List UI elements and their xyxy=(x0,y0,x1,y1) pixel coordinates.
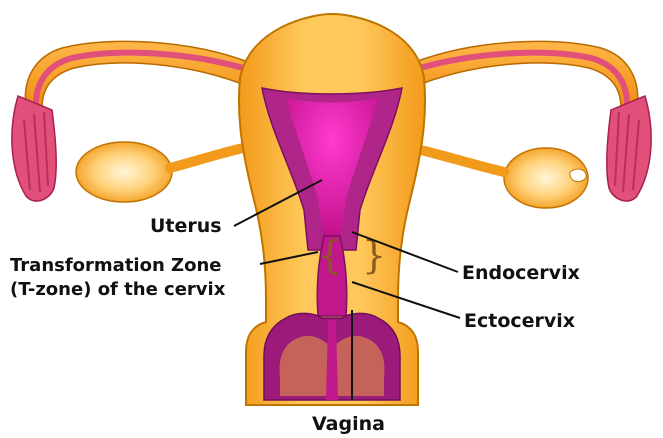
right-fimbriae xyxy=(607,96,651,201)
right-fallopian-tube xyxy=(411,41,638,108)
left-fallopian-tube xyxy=(25,41,252,108)
transformation-zone-label-line1: Transformation Zone xyxy=(10,255,222,276)
endocervix-label: Endocervix xyxy=(462,262,580,284)
ectocervix-label: Ectocervix xyxy=(464,310,575,332)
transformation-zone-label-line2: (T-zone) of the cervix xyxy=(10,279,226,300)
vaginal-center-channel xyxy=(326,320,338,400)
tzone-left-bracket: { xyxy=(318,233,342,277)
vagina-label: Vagina xyxy=(312,413,385,435)
left-fimbriae xyxy=(12,96,56,201)
left-ovary xyxy=(76,142,172,202)
uterus-label: Uterus xyxy=(150,215,222,237)
right-ovary-follicle xyxy=(570,169,586,182)
